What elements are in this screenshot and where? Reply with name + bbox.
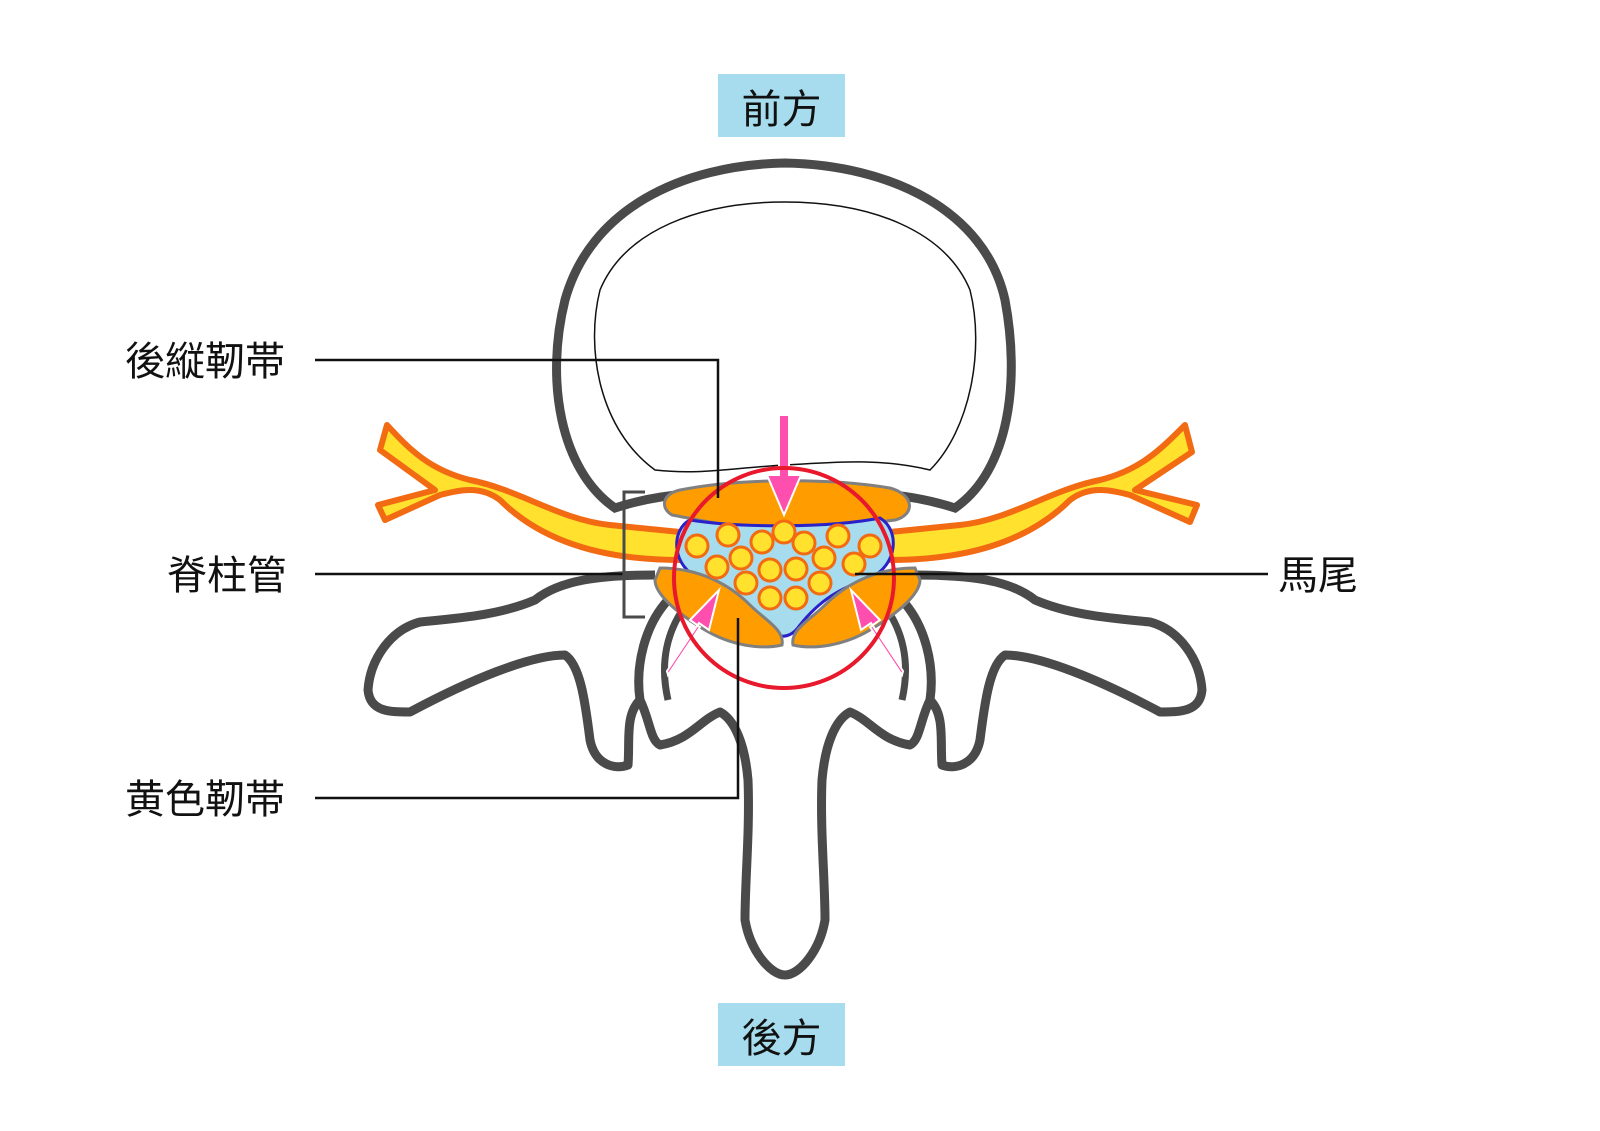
label-cauda-equina: 馬尾: [1278, 553, 1358, 599]
lamina-inner-left: [634, 596, 672, 701]
label-posterior-longitudinal-ligament: 後縦靭帯: [125, 339, 285, 385]
posterior-label: 後方: [718, 1003, 845, 1066]
arrow-upper-right-icon: [665, 586, 721, 678]
cauda-equina-fibers: [684, 519, 883, 611]
spinal-canal-bracket: [622, 490, 645, 619]
compression-arrows: [665, 414, 905, 678]
nerve-roots: [375, 422, 1200, 563]
arrow-down-icon: [765, 414, 803, 518]
label-spinal-canal: 脊柱管: [167, 553, 287, 599]
arrow-upper-left-icon: [849, 586, 905, 678]
leader-lines: [315, 358, 1268, 800]
focus-circle: [672, 466, 896, 690]
vertebral-inner-contour: [593, 201, 977, 473]
label-ligamentum-flavum: 黄色靭帯: [125, 777, 285, 823]
vertebral-arch: [363, 570, 1207, 980]
lamina-inner-right: [898, 596, 936, 701]
anterior-label: 前方: [718, 74, 845, 137]
